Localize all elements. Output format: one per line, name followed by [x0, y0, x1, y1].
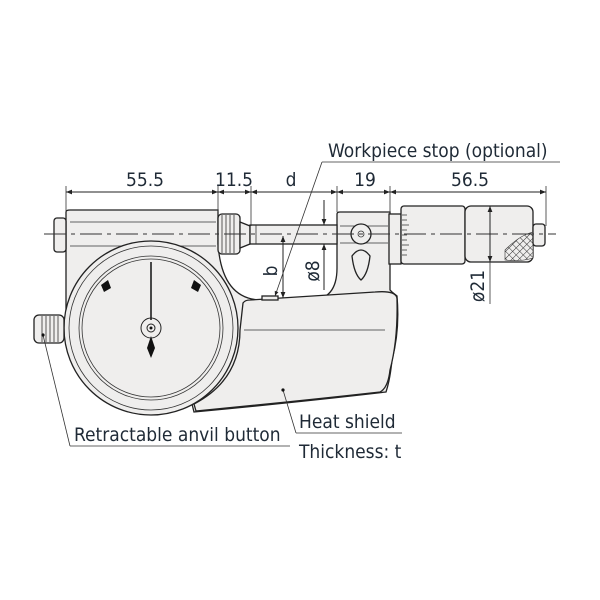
dim-frame-left: 55.5 — [126, 169, 164, 191]
dim-thimble: 56.5 — [451, 169, 489, 191]
retractable-anvil-button — [33, 314, 65, 344]
dim-opening: d — [286, 169, 297, 191]
dim-depth: b — [260, 266, 282, 277]
limit-mark-right — [191, 280, 201, 292]
dimension-lines — [65, 186, 547, 304]
dim-block: 19 — [354, 169, 376, 191]
frame-end-cap — [53, 217, 67, 253]
workpiece-stop — [261, 295, 279, 301]
workpiece-stop-label: Workpiece stop (optional) — [328, 140, 548, 162]
dim-thimble-dia: ø21 — [467, 270, 489, 302]
callout-heat-shield: Heat shield Thickness: t — [281, 388, 402, 463]
callout-workpiece-stop: Workpiece stop (optional) — [274, 140, 560, 297]
thickness-label: Thickness: t — [298, 441, 402, 463]
heat-shield-label: Heat shield — [299, 411, 396, 433]
anvil-button-label: Retractable anvil button — [74, 424, 281, 446]
dim-nut: 11.5 — [215, 169, 253, 191]
dial-indicator — [63, 240, 239, 416]
dim-spindle-dia: ø8 — [302, 260, 324, 281]
limit-mark-left — [101, 280, 111, 292]
thimble — [388, 205, 546, 265]
callout-anvil-button: Retractable anvil button — [41, 333, 290, 447]
